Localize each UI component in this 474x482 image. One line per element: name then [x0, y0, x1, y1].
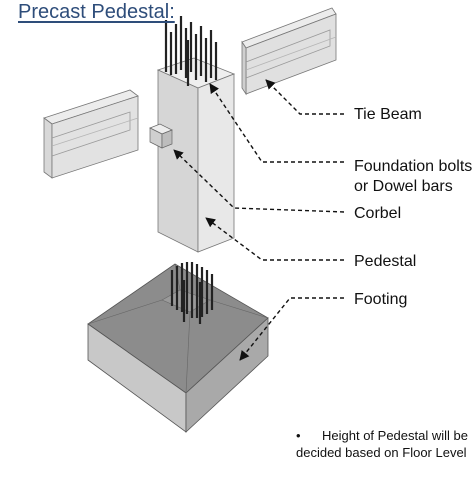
- note-line-1: Height of Pedestal will be: [322, 428, 468, 443]
- footing-starter-bars: [170, 262, 214, 324]
- footing-edge-right: [209, 299, 269, 319]
- label-dowel-bars: or Dowel bars: [354, 178, 453, 195]
- note-line-2: decided based on Floor Level: [296, 445, 467, 460]
- leader-tie-beam: [265, 79, 344, 115]
- diagram-title: Precast Pedestal:: [18, 1, 175, 23]
- note-first-line: • Height of Pedestal will be: [296, 427, 468, 444]
- tie-beam-right-groove-line: [245, 36, 337, 71]
- tie-beam-right-end: [241, 40, 247, 96]
- label-footing: Footing: [354, 291, 408, 308]
- leader-footing: [239, 297, 344, 361]
- pedestal-front-face: [157, 69, 199, 253]
- tie-beam-left: [43, 89, 139, 179]
- footing-edge-front: [185, 311, 191, 394]
- label-tie-beam: Tie Beam: [354, 106, 422, 123]
- pedestal-side-face: [197, 73, 235, 253]
- tie-beam-left-front: [43, 117, 53, 179]
- corbel-side: [161, 129, 173, 149]
- footing-side-face: [185, 317, 269, 433]
- tie-beam-left-groove-line: [51, 117, 139, 147]
- pedestal-height-note: • Height of Pedestal will be decided base…: [296, 427, 468, 461]
- footing-edge-left: [87, 299, 163, 325]
- pedestal-column: [156, 57, 236, 253]
- tie-beam-right-groove: [245, 29, 331, 79]
- note-bullet: •: [296, 428, 301, 443]
- footing-block: [87, 263, 269, 433]
- leader-pedestal: [205, 217, 344, 261]
- tie-beam-right: [241, 7, 337, 96]
- leader-lines: [173, 79, 345, 361]
- label-foundation-bolts: Foundation bolts: [354, 158, 473, 175]
- leader-corbel: [173, 149, 345, 213]
- dowel-bars: [164, 16, 218, 86]
- label-pedestal: Pedestal: [354, 253, 417, 270]
- label-corbel: Corbel: [354, 205, 402, 222]
- corbel-block: [149, 123, 173, 149]
